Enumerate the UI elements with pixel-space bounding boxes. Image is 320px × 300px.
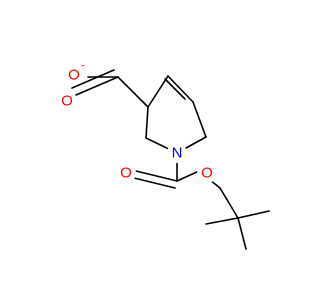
atom-label-n: N: [172, 145, 183, 162]
bond-ring-6: [147, 75, 169, 108]
bond-carbonyl-o-ester: [176, 170, 200, 182]
bond-ring-5a: [167, 75, 194, 103]
atom-bg-n: [167, 143, 187, 163]
bond-ring-4: [192, 101, 207, 138]
atom-label-o-double: O: [61, 93, 73, 110]
bond-c-o-double-2: [71, 69, 115, 89]
charge-label-minus: -: [81, 61, 84, 72]
bond-tert-butyl-right: [237, 210, 270, 219]
molecule-diagram: O - O N O O: [57, 60, 270, 250]
bond-tert-butyl-down: [237, 217, 247, 250]
atom-bg-o-minus: [64, 65, 84, 85]
bond-c-o-double-1: [75, 76, 119, 96]
bond-tert-butyl-left: [205, 217, 239, 225]
structure-drawing: O - O N O O: [57, 60, 270, 250]
atom-label-o-ester: O: [201, 165, 213, 182]
atom-bg-o-carbonyl: [116, 163, 136, 183]
bond-tert-butyl-up: [219, 187, 239, 219]
atom-bg-o-ester: [197, 163, 217, 183]
atom-bg-o-double: [57, 91, 77, 111]
bond-carboxyl-to-ring: [117, 76, 149, 108]
atom-label-o-minus: O: [68, 67, 80, 84]
bond-carbonyl-o-double-2: [133, 177, 176, 189]
atom-label-o-carbonyl: O: [120, 165, 132, 182]
bond-carbonyl-o-double-1: [135, 170, 178, 182]
bond-ring-5b: [164, 78, 186, 100]
bond-ring-1: [145, 106, 149, 139]
